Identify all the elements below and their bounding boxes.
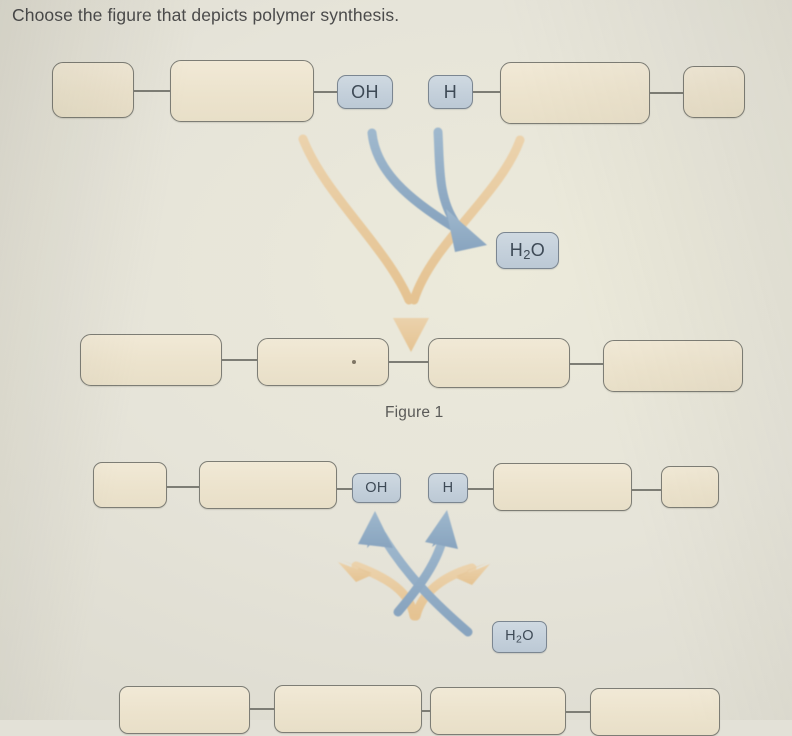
figure-2-bond-2 [337,488,352,490]
figure-2-product-node-4[interactable] [590,688,720,736]
figure-2-product-bond-1 [250,708,274,710]
figure-1-reactant-node-1[interactable] [52,62,134,118]
figure-2-reactant-node-1[interactable] [93,462,167,508]
figure-1-reactant-node-2[interactable] [170,60,314,122]
figure-2-reactant-node-2[interactable] [199,461,337,509]
figure-2-bond-4 [632,489,661,491]
figure-2-product-node-3[interactable] [430,687,566,735]
figure-1-product-bond-1 [222,359,257,361]
figure-1-reactant-node-3[interactable] [500,62,650,124]
figure-2-product-node-1[interactable] [119,686,250,734]
figure-2-reactant-node-4[interactable] [661,466,719,508]
figure-1-water-text: H2O [509,239,546,262]
figure-1-product-node-3[interactable] [428,338,570,388]
figure-1-reactant-node-4[interactable] [683,66,745,118]
figure-2-water-label[interactable]: H2O [492,621,547,653]
figure-2-product-bond-2 [422,710,431,712]
page-title: Choose the figure that depicts polymer s… [12,5,400,25]
figure-1-bond-2 [314,91,337,93]
figure-2-bond-3 [468,488,493,490]
figure-1-oh-tag[interactable]: OH [337,75,393,109]
figure-2-oh-tag[interactable]: OH [352,473,401,503]
figure-1-bond-3 [473,91,500,93]
figure-2-reactant-node-3[interactable] [493,463,632,511]
figure-1-bond-4 [650,92,683,94]
figure-1-bond-1 [134,90,170,92]
figure-1-product-bond-3 [570,363,603,365]
figure-2-product-node-2[interactable] [274,685,422,733]
figure-1-product-bond-2 [389,361,428,363]
figure-2-water-text: H2O [505,628,534,646]
figure-1-water-label[interactable]: H2O [496,232,559,269]
figure-1-caption: Figure 1 [385,404,444,421]
figure-2-bond-1 [167,486,199,488]
figure-2-h-tag[interactable]: H [428,473,468,503]
figure-2-product-bond-3 [566,711,590,713]
figure-1-h-tag[interactable]: H [428,75,473,109]
figure-1-product-node-2-mark [352,360,356,364]
figure-1-product-node-4[interactable] [603,340,743,392]
figure-1-product-node-1[interactable] [80,334,222,386]
figure-1-product-node-2[interactable] [257,338,389,386]
